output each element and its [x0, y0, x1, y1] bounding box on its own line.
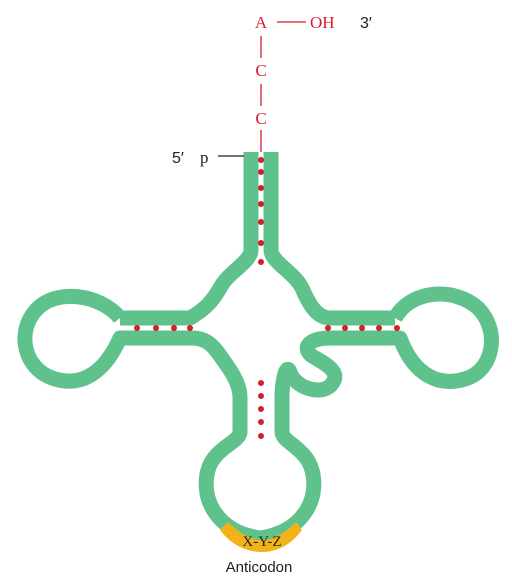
three-prime-label: 3′ [360, 15, 372, 32]
base-pair-dot [258, 433, 264, 439]
base-pair-dot [153, 325, 159, 331]
anticodon-caption: Anticodon [226, 559, 293, 576]
five-prime-label: 5′ [172, 150, 184, 167]
anticodon-strand [198, 424, 322, 546]
base-pair-dot [258, 406, 264, 412]
base-pair-dot [258, 393, 264, 399]
five-prime-end: 5′ p [172, 148, 244, 167]
phosphate-label: p [200, 148, 209, 167]
base-pair-dot [376, 325, 382, 331]
base-pair-dot [134, 325, 140, 331]
base-pair-dot [258, 185, 264, 191]
base-pair-dot [258, 169, 264, 175]
base-pair-dot [258, 259, 264, 265]
nucleotide-c1: C [255, 61, 266, 80]
anticodon-arm [198, 424, 322, 552]
hydroxyl-label: OH [310, 13, 335, 32]
base-pair-dot [359, 325, 365, 331]
nucleotide-a: A [255, 13, 268, 32]
base-pair-dot [187, 325, 193, 331]
d-arm-strand [17, 288, 248, 428]
base-pair-dot [325, 325, 331, 331]
acceptor-stem [120, 152, 395, 326]
t-arm-strand [274, 286, 499, 428]
base-pair-dot [258, 240, 264, 246]
base-pair-dot [171, 325, 177, 331]
base-pair-dot [258, 219, 264, 225]
d-arm [17, 288, 248, 428]
base-pair-dot [258, 380, 264, 386]
base-pair-dot [258, 419, 264, 425]
anticodon-bases: X-Y-Z [242, 534, 281, 550]
base-pair-dot [394, 325, 400, 331]
strand-3prime-segment [263, 152, 395, 326]
nucleotide-c2: C [255, 109, 266, 128]
base-pairs [134, 157, 400, 439]
base-pair-dot [258, 201, 264, 207]
base-pair-dot [342, 325, 348, 331]
anticodon-highlight [220, 522, 302, 552]
acceptor-end: A OH 3′ C C [255, 13, 372, 152]
t-arm [274, 286, 499, 428]
base-pair-dot [258, 157, 264, 163]
strand-5prime-segment [120, 152, 259, 326]
